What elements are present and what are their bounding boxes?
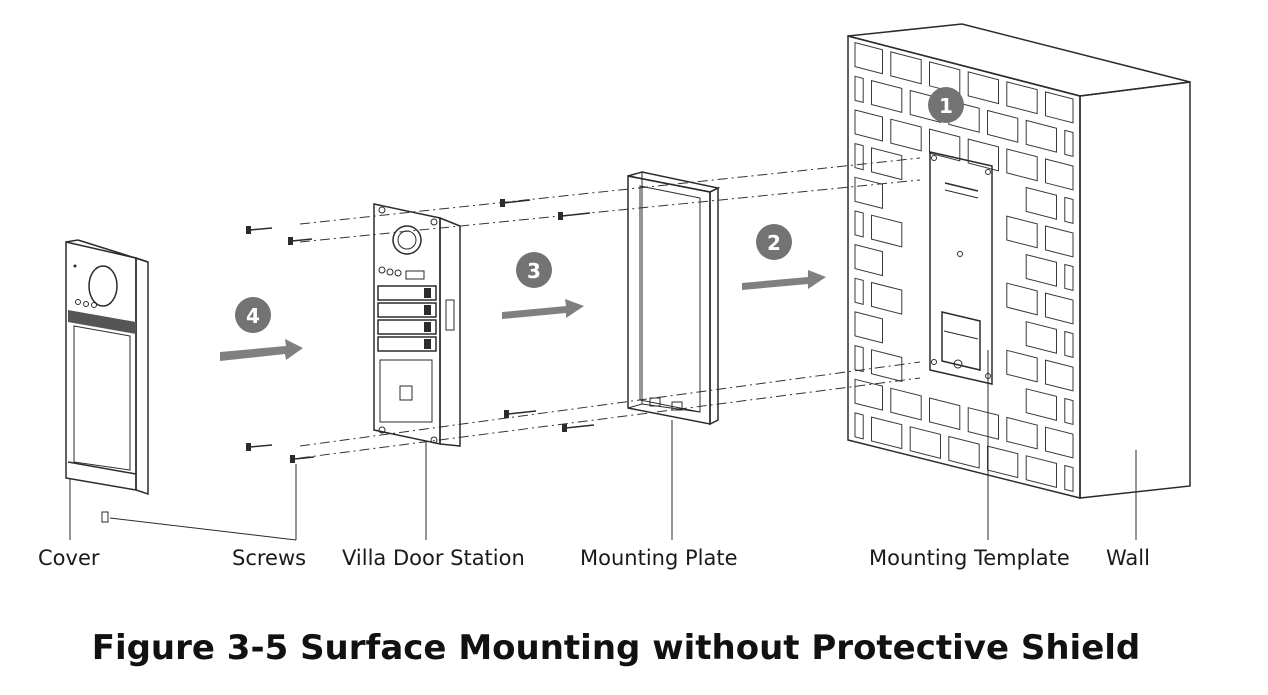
leader-lines: [69, 350, 1137, 541]
brick: [1064, 464, 1074, 493]
step-arrow-2: [742, 270, 826, 290]
brick: [1064, 196, 1074, 225]
brick: [1045, 292, 1074, 325]
brick: [854, 109, 883, 142]
brick: [854, 243, 883, 277]
brick: [1064, 129, 1074, 158]
screw: [246, 443, 273, 451]
step-arrow-3: [502, 299, 584, 319]
brick: [871, 281, 903, 315]
brick: [967, 71, 999, 105]
brick: [1006, 416, 1038, 450]
step-number-1: 1: [939, 94, 953, 118]
brick: [1064, 330, 1074, 359]
brick: [871, 147, 903, 181]
brick: [890, 51, 922, 85]
brick: [854, 75, 864, 104]
brick: [987, 445, 1019, 479]
alignment-lines: [299, 157, 921, 459]
mounting-template: [929, 151, 993, 385]
brick: [1006, 148, 1038, 182]
figure-caption: Figure 3-5 Surface Mounting without Prot…: [91, 628, 1141, 668]
brick: [871, 416, 903, 450]
step-number-4: 4: [246, 304, 260, 328]
brick: [987, 109, 1019, 143]
brick: [854, 176, 883, 209]
label-cover: Cover: [38, 546, 100, 570]
brick: [871, 214, 903, 248]
screw: [246, 226, 273, 234]
brick: [890, 118, 922, 152]
label-mounting-plate: Mounting Plate: [580, 546, 738, 570]
step-arrow-4: [220, 339, 303, 361]
brick: [1045, 91, 1074, 124]
screw: [288, 237, 313, 245]
brick: [929, 397, 961, 431]
brick: [1006, 349, 1038, 383]
brick: [854, 311, 883, 344]
brick: [1064, 263, 1074, 292]
brick: [948, 435, 980, 469]
brick: [854, 277, 864, 305]
step-number-2: 2: [767, 231, 781, 255]
brick: [1006, 81, 1038, 115]
brick: [1006, 282, 1038, 316]
brick: [854, 378, 883, 411]
label-villa-door-station: Villa Door Station: [342, 546, 525, 570]
mounting-plate: [627, 171, 721, 426]
screw: [500, 199, 531, 207]
brick: [1064, 397, 1074, 426]
brick: [1025, 253, 1057, 287]
brick: [854, 41, 883, 75]
step-badge-2: 2: [756, 224, 792, 260]
screws: [246, 199, 595, 463]
brick: [1045, 359, 1074, 392]
screw: [558, 212, 591, 220]
brick: [871, 349, 903, 383]
brick: [909, 89, 941, 123]
brick: [854, 412, 864, 440]
exploded-mounting-diagram: 4 3 2 1: [65, 23, 1191, 541]
screw: [562, 424, 595, 432]
brick: [1045, 225, 1074, 258]
brick: [929, 128, 961, 162]
brick: [1025, 119, 1057, 153]
brick: [967, 138, 999, 172]
brick: [1025, 321, 1057, 354]
brick: [854, 210, 864, 238]
label-wall: Wall: [1106, 546, 1150, 570]
brick: [1025, 186, 1057, 220]
step-badge-3: 3: [516, 252, 552, 288]
step-number-3: 3: [527, 259, 541, 283]
brick: [1045, 158, 1074, 191]
brick: [871, 79, 903, 113]
label-mounting-template: Mounting Template: [869, 546, 1070, 570]
screw: [290, 455, 315, 463]
brick: [854, 142, 864, 171]
screw: [504, 410, 537, 418]
cover: [65, 239, 149, 523]
brick: [1025, 388, 1057, 421]
wall-bricks: [854, 41, 1074, 493]
brick: [909, 426, 941, 459]
brick: [890, 387, 922, 421]
villa-door-station: [373, 203, 461, 447]
brick: [1006, 215, 1038, 249]
brick: [854, 344, 864, 373]
step-badge-1: 1: [928, 87, 964, 123]
wall: [847, 23, 1191, 499]
label-screws: Screws: [232, 546, 307, 570]
brick: [1025, 455, 1057, 488]
brick: [967, 407, 999, 440]
step-badge-4: 4: [235, 297, 271, 333]
brick: [1045, 426, 1074, 459]
